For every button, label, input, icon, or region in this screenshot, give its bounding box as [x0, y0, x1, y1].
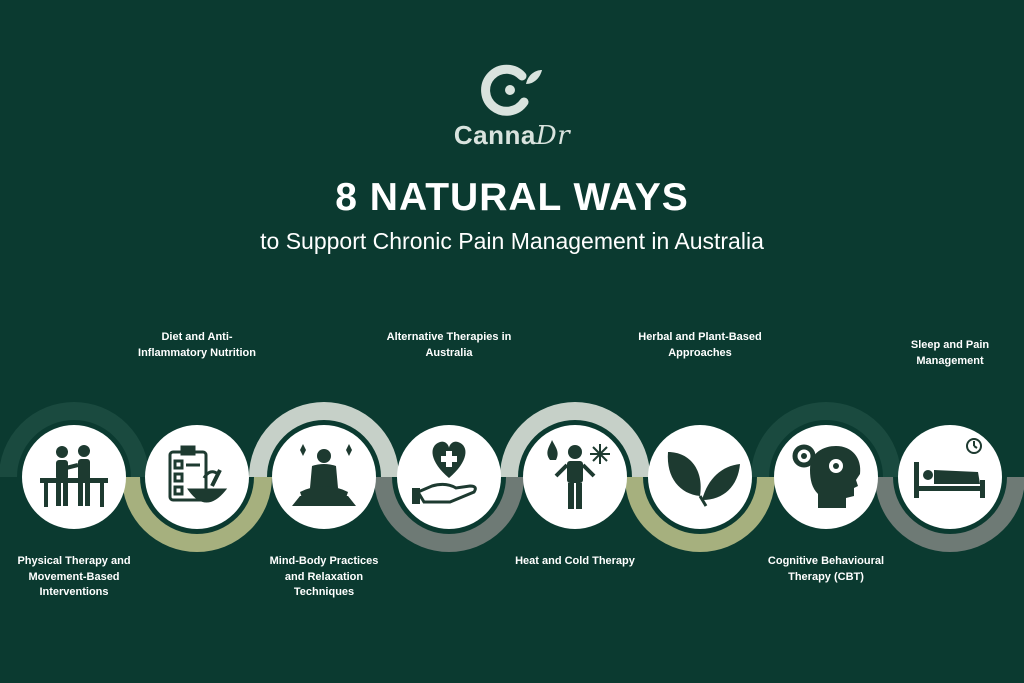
ring-arc-7: [751, 402, 901, 478]
ring-arc-3: [249, 402, 399, 478]
physical-therapy-icon: [40, 445, 108, 507]
diet-checklist-icon: [168, 445, 228, 503]
brand-name-main: Canna: [453, 120, 536, 150]
heart-hand-icon: [412, 441, 477, 504]
leaves-icon: [667, 452, 740, 507]
heat-cold-icon: [547, 440, 610, 509]
step-label-1: Physical Therapy and Movement-Based Inte…: [17, 555, 131, 598]
brand-logo: [0, 62, 1024, 127]
step-label-6: Herbal and Plant-Based Approaches: [638, 331, 762, 359]
brand-name-script: Dr: [535, 121, 571, 151]
ring-arc-2: [122, 476, 272, 552]
ring-arc-5: [500, 402, 650, 478]
ring-arc-6: [625, 476, 775, 552]
step-circle-1: [22, 425, 126, 529]
brand-name: CannaDr: [0, 120, 1024, 151]
canna-logo-icon: [481, 64, 542, 116]
meditation-icon: [292, 444, 356, 506]
step-label-7: Cognitive Behavioural Therapy (CBT): [767, 555, 885, 583]
step-label-3: Mind-Body Practices and Relaxation Techn…: [269, 555, 379, 598]
step-label-5: Heat and Cold Therapy: [515, 555, 635, 567]
step-label-2: Diet and Anti-Inflammatory Nutrition: [138, 331, 256, 359]
ring-arc-8: [875, 476, 1024, 552]
page-subtitle: to Support Chronic Pain Management in Au…: [260, 228, 764, 254]
step-circle-2: [145, 425, 249, 529]
sleep-bed-icon: [914, 438, 985, 498]
step-label-4: Alternative Therapies in Australia: [386, 331, 512, 359]
step-circle-6: [648, 425, 752, 529]
page-title: 8 NATURAL WAYS: [335, 176, 689, 219]
ring-arc-4: [374, 476, 524, 552]
step-label-8: Sleep and Pain Management: [910, 339, 990, 367]
head-gears-icon: [792, 444, 861, 508]
ring-arc-1: [0, 402, 149, 478]
